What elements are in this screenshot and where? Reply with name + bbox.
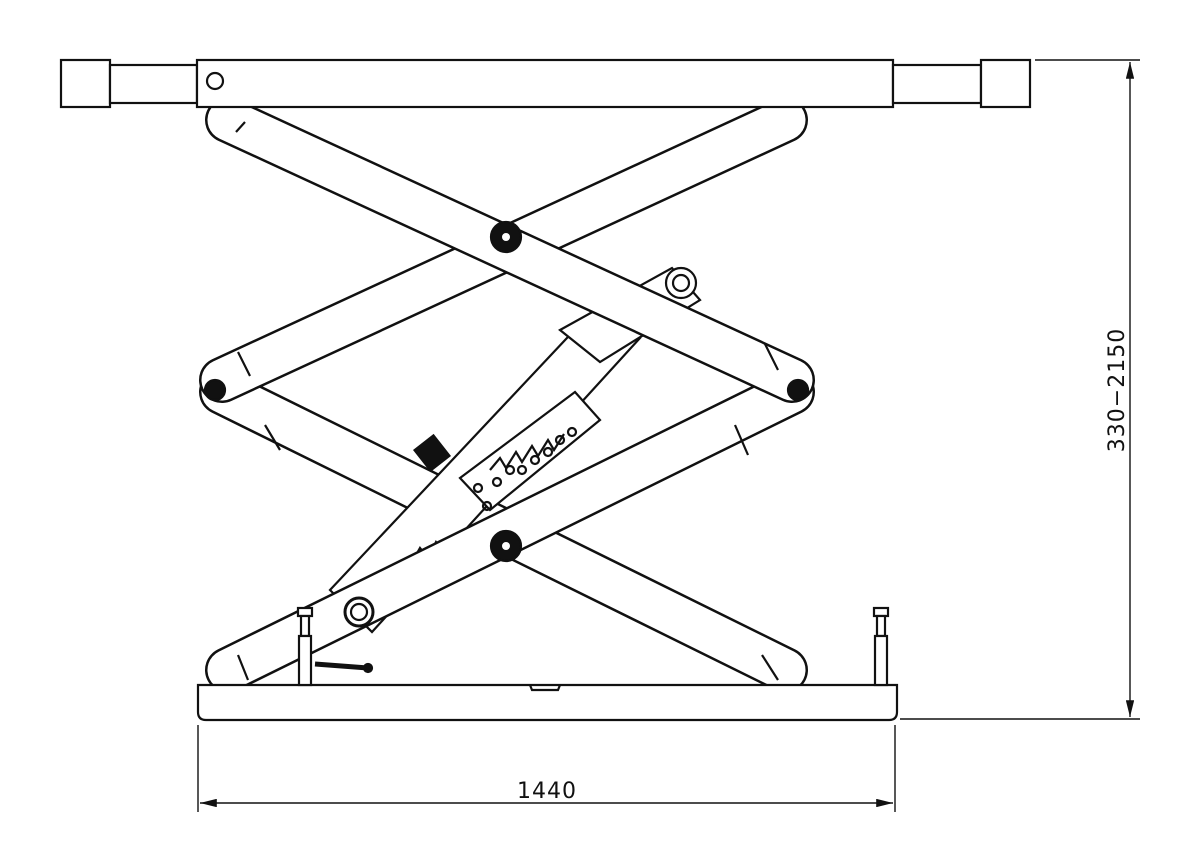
left-safety-post <box>296 606 374 687</box>
base-frame <box>196 683 899 722</box>
pivot-pins <box>203 220 810 628</box>
width-dimension-label: 1440 <box>517 779 577 804</box>
right-safety-post <box>872 606 890 687</box>
height-dimension <box>900 59 1140 720</box>
platform-hole <box>205 71 225 91</box>
height-dimension-label: 330−2150 <box>1105 328 1130 452</box>
ratchet-holes <box>472 426 578 512</box>
width-dimension <box>197 725 896 812</box>
top-platform <box>59 58 1032 109</box>
